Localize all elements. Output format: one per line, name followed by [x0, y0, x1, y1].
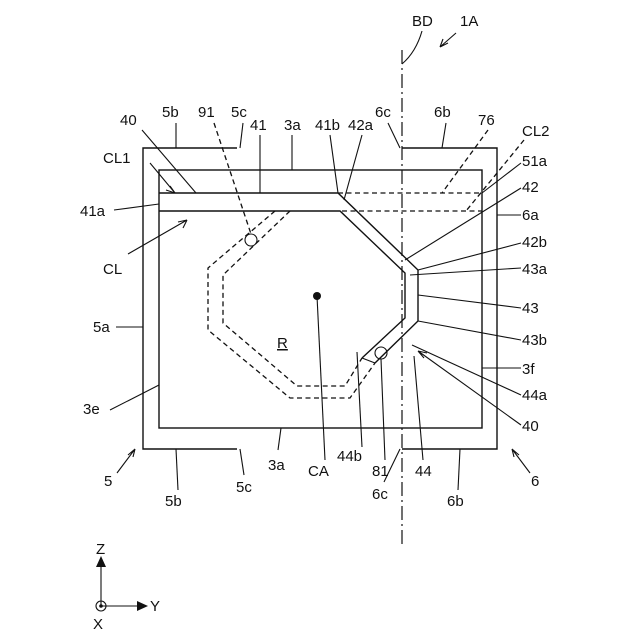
label-cl2: CL2 — [522, 123, 550, 140]
label-6b-top: 6b — [434, 104, 451, 121]
leader-43 — [418, 295, 521, 308]
label-z: Z — [96, 541, 105, 558]
leader-44a — [412, 345, 521, 395]
label-3f: 3f — [522, 361, 535, 378]
label-44a: 44a — [522, 387, 548, 404]
label-5a: 5a — [93, 319, 110, 336]
leader-bd — [402, 31, 422, 64]
leader-40-top — [142, 130, 196, 193]
label-91: 91 — [198, 104, 215, 121]
label-5: 5 — [104, 473, 112, 490]
label-5c-top: 5c — [231, 104, 247, 121]
label-5b-top: 5b — [162, 104, 179, 121]
leader-44b — [357, 352, 362, 447]
label-6: 6 — [531, 473, 539, 490]
label-cl1: CL1 — [103, 150, 131, 167]
leader-43b — [418, 321, 521, 340]
leader-81 — [381, 359, 385, 460]
conductor-end-line — [362, 358, 375, 363]
leader-42b — [418, 243, 521, 270]
label-3e: 3e — [83, 401, 100, 418]
label-3a-bottom: 3a — [268, 457, 285, 474]
label-6a: 6a — [522, 207, 539, 224]
label-81: 81 — [372, 463, 389, 480]
leader-76 — [442, 130, 488, 193]
label-41: 41 — [250, 117, 267, 134]
label-41a: 41a — [80, 203, 106, 220]
leader-43a — [410, 268, 521, 275]
leader-cl — [128, 220, 187, 254]
leader-41b — [330, 135, 338, 193]
element-body — [159, 170, 482, 428]
label-5c-bottom: 5c — [236, 479, 252, 496]
label-3a-top: 3a — [284, 117, 301, 134]
label-43a: 43a — [522, 261, 548, 278]
label-44: 44 — [415, 463, 432, 480]
leader-5 — [117, 449, 135, 473]
leader-42 — [405, 188, 521, 260]
y-axis-arrow-icon — [137, 601, 148, 611]
label-76: 76 — [478, 112, 495, 129]
label-y: Y — [150, 598, 160, 615]
leader-3a-bottom — [278, 428, 281, 450]
leader-cl2 — [466, 140, 524, 211]
leader-5c-top — [240, 123, 243, 148]
leader-ca — [317, 296, 325, 460]
leader-6b-bottom — [458, 449, 460, 490]
label-41b: 41b — [315, 117, 340, 134]
label-6c-bottom: 6c — [372, 486, 388, 503]
label-cl: CL — [103, 261, 122, 278]
via-91 — [245, 234, 257, 246]
label-42b: 42b — [522, 234, 547, 251]
label-ca: CA — [308, 463, 329, 480]
leader-3e — [110, 385, 159, 410]
leader-91 — [214, 123, 251, 234]
dashed-conductor-outer — [208, 211, 375, 398]
label-42: 42 — [522, 179, 539, 196]
coordinate-axes — [96, 556, 148, 611]
leader-5b-bottom — [176, 449, 178, 490]
label-40-right: 40 — [522, 418, 539, 435]
leader-44 — [414, 356, 423, 460]
leader-6b-top — [442, 123, 446, 148]
label-1a: 1A — [460, 13, 478, 30]
label-43b: 43b — [522, 332, 547, 349]
label-r: R — [277, 335, 288, 352]
label-40-top: 40 — [120, 112, 137, 129]
leader-42a — [344, 135, 362, 200]
leader-6 — [512, 449, 530, 473]
label-x: X — [93, 616, 103, 633]
label-6b-bottom: 6b — [447, 493, 464, 510]
leader-41a — [114, 204, 159, 210]
leader-5c-bottom — [240, 449, 244, 475]
label-42a: 42a — [348, 117, 374, 134]
label-43: 43 — [522, 300, 539, 317]
label-bd: BD — [412, 13, 433, 30]
label-5b-bottom: 5b — [165, 493, 182, 510]
leader-1a — [440, 33, 456, 47]
leader-6c-top — [388, 123, 400, 148]
label-6c-top: 6c — [375, 104, 391, 121]
label-51a: 51a — [522, 153, 548, 170]
leader-cl1 — [150, 163, 175, 193]
label-44b: 44b — [337, 448, 362, 465]
conductor-40 — [159, 193, 418, 363]
